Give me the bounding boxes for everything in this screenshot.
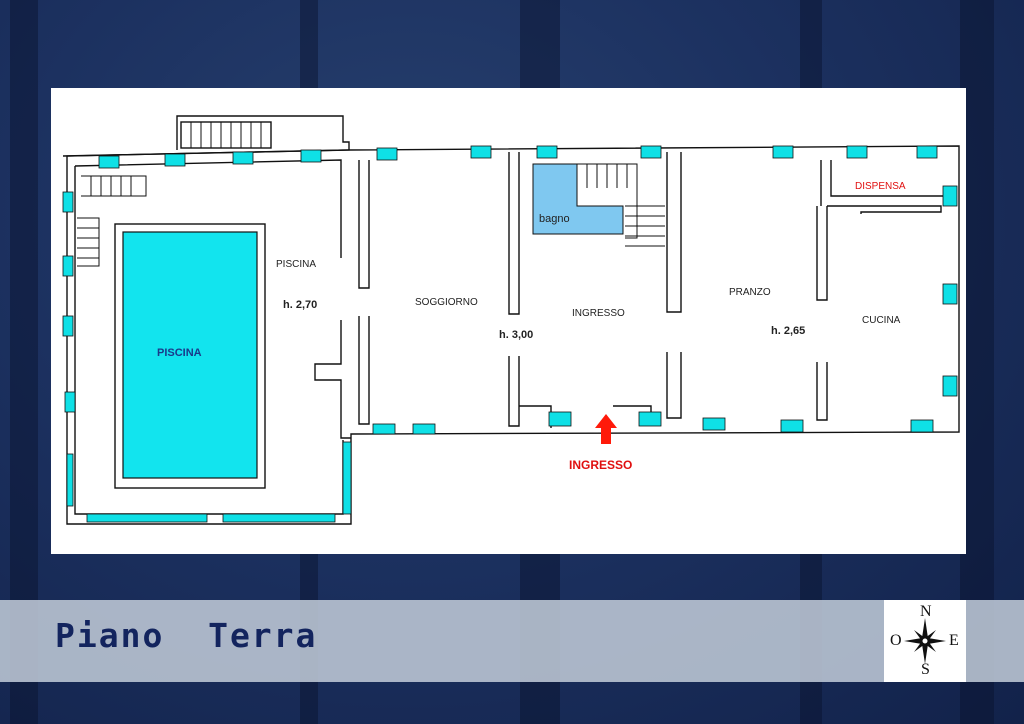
window: [62, 191, 74, 213]
room-label-bagno: bagno: [539, 213, 570, 225]
interior-wall: [827, 205, 942, 214]
entrance-arrow-icon: [595, 414, 617, 444]
interior-wall: [358, 160, 370, 425]
pool-rim: [114, 223, 266, 489]
footer-bar: [0, 600, 1024, 682]
stair-exterior: [180, 121, 272, 149]
window: [942, 283, 958, 305]
compass-north: N: [920, 603, 932, 620]
floor-title: Piano Terra: [55, 616, 318, 655]
window: [62, 315, 74, 337]
window: [222, 513, 336, 523]
window: [342, 441, 352, 515]
window: [376, 147, 398, 161]
compass-west: O: [890, 632, 902, 649]
height-label-pranzo: h. 2,65: [771, 325, 806, 337]
window: [66, 453, 74, 507]
pool-label: PISCINA: [157, 347, 202, 359]
interior-wall: [816, 206, 828, 421]
window: [780, 419, 804, 433]
window: [62, 255, 74, 277]
compass-south: S: [921, 661, 930, 678]
height-label-soggiorno: h. 3,00: [499, 329, 534, 341]
window: [640, 145, 662, 159]
room-label-pranzo: PRANZO: [729, 287, 771, 298]
compass-rose-icon: [904, 618, 946, 664]
window: [300, 149, 322, 163]
window: [548, 411, 572, 427]
window: [412, 423, 436, 435]
floor-plan-panel: PISCINA h. 2,70 PISCINA SOGGIORNO h. 3,0…: [51, 88, 966, 554]
pool-water: [122, 231, 258, 479]
interior-wall: [519, 405, 652, 428]
window: [638, 411, 662, 427]
window: [910, 419, 934, 433]
compass-east: E: [949, 632, 959, 649]
window: [536, 145, 558, 159]
room-label-ingresso: INGRESSO: [572, 308, 625, 319]
floor-plan-drawing: [62, 115, 960, 525]
room-label-cucina: CUCINA: [862, 315, 901, 326]
window: [942, 375, 958, 397]
window: [772, 145, 794, 159]
window: [232, 151, 254, 165]
window: [86, 513, 208, 523]
interior-wall: [508, 152, 520, 427]
window: [98, 155, 120, 169]
interior-wall: [820, 160, 947, 206]
window: [164, 153, 186, 167]
compass: N S O E: [884, 600, 966, 682]
room-label-soggiorno: SOGGIORNO: [415, 297, 478, 308]
window: [942, 185, 958, 207]
entrance-label: INGRESSO: [569, 458, 633, 472]
window: [64, 391, 76, 413]
bathroom-fill: [532, 163, 624, 235]
window: [372, 423, 396, 435]
room-label-dispensa: DISPENSA: [855, 181, 906, 192]
interior-wall: [666, 152, 682, 419]
height-label-piscina: h. 2,70: [283, 299, 318, 311]
stair-left: [81, 175, 147, 197]
window: [916, 145, 938, 159]
exterior-wall: [74, 159, 351, 439]
window: [846, 145, 868, 159]
room-label-piscina: PISCINA: [276, 259, 317, 270]
window: [702, 417, 726, 431]
window: [470, 145, 492, 159]
